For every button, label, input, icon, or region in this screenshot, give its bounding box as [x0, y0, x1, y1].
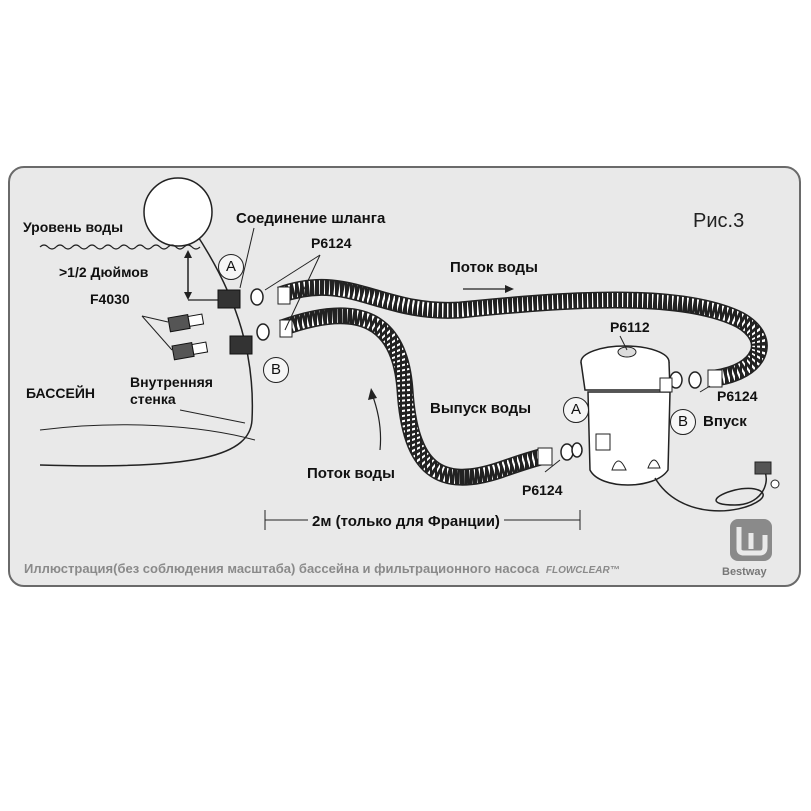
- pool-inner-wall-pointer: [179, 409, 246, 424]
- marker-a-wall: A: [218, 254, 244, 280]
- caption-brand: FLOWCLEAR™: [545, 565, 620, 576]
- bestway-logo-icon: [730, 519, 772, 561]
- label-part-f4030: F4030: [90, 291, 130, 307]
- label-distance: 2м (только для Франции): [308, 514, 504, 529]
- marker-b-pump: B: [670, 409, 696, 435]
- label-flow-bottom: Поток воды: [307, 465, 395, 482]
- filter-pump: [580, 345, 673, 486]
- caption-text: Иллюстрация(без соблюдения масштаба) бас…: [24, 561, 540, 576]
- label-part-p6112: P6112: [610, 319, 650, 335]
- hose-bottom: [279, 307, 547, 486]
- strainer-top: [167, 313, 205, 333]
- label-inner-wall: Внутренняя стенка: [130, 374, 213, 407]
- clamp-top: [250, 288, 264, 306]
- figure-label: Рис.3: [693, 210, 745, 232]
- label-depth: >1/2 Дюймов: [59, 264, 149, 280]
- clamp-bottom: [256, 323, 270, 341]
- label-water-level: Уровень воды: [23, 219, 124, 235]
- fitting-b: [229, 335, 253, 355]
- label-part-p6124-right: P6124: [717, 388, 758, 404]
- label-hose-connection: Соединение шланга: [236, 210, 386, 227]
- marker-b-wall: B: [263, 357, 289, 383]
- label-inlet: Впуск: [703, 413, 747, 430]
- detail-circle: [143, 177, 213, 247]
- label-part-p6124-top: P6124: [311, 235, 352, 251]
- power-plug: [754, 461, 772, 475]
- water-level-line: [39, 244, 201, 250]
- caption: Иллюстрация(без соблюдения масштаба) бас…: [24, 561, 620, 576]
- label-pool: БАССЕЙН: [26, 385, 96, 401]
- brand-name: Bestway: [722, 566, 767, 578]
- power-cord: [654, 471, 767, 512]
- pool-floor-line: [39, 424, 256, 441]
- label-outlet: Выпуск воды: [430, 400, 532, 417]
- strainer-bottom: [171, 341, 209, 361]
- label-part-p6124-bottom: P6124: [522, 482, 563, 498]
- fitting-a: [217, 289, 241, 309]
- marker-a-pump: A: [563, 397, 589, 423]
- label-flow-top: Поток воды: [450, 259, 538, 276]
